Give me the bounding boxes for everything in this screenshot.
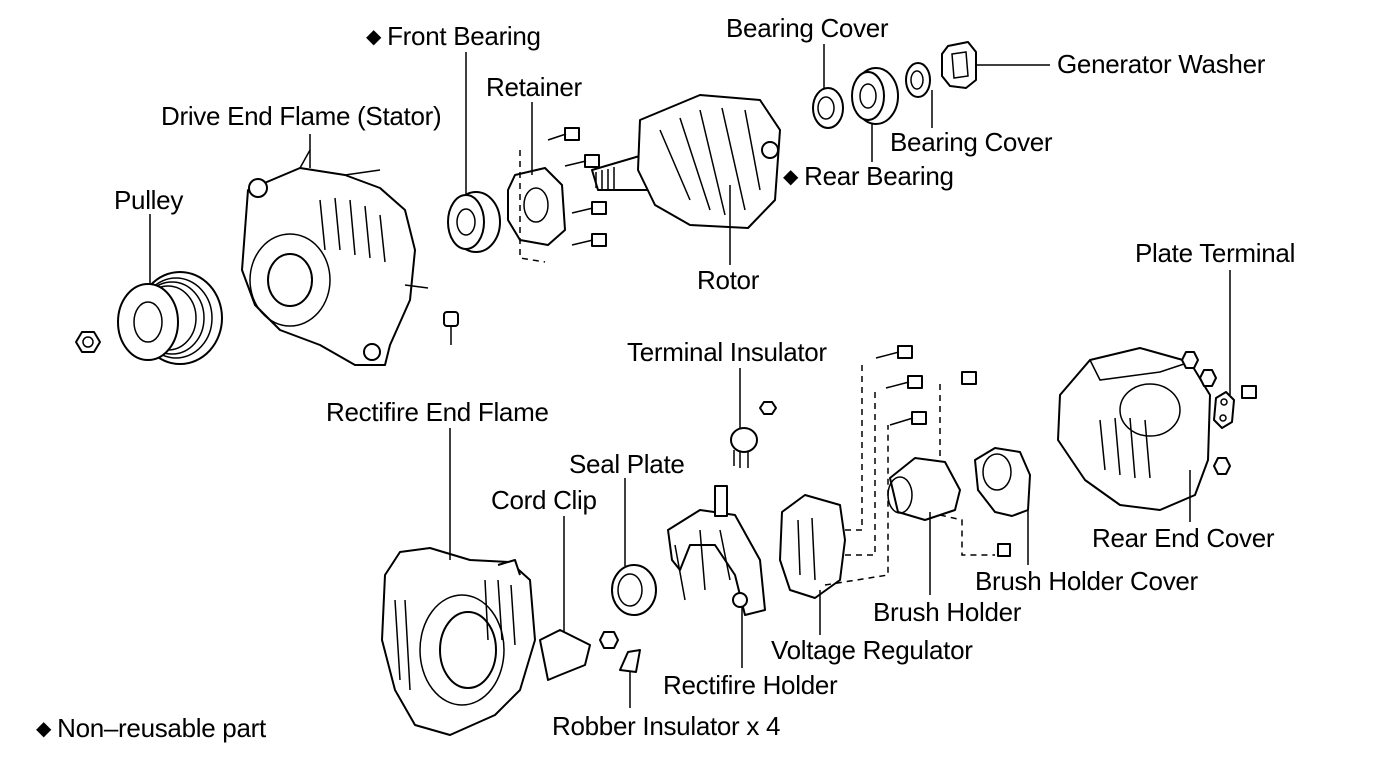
rear-cover-nut: [1181, 351, 1199, 369]
legend-text: Non–reusable part: [57, 713, 266, 743]
front-bearing-text: Front Bearing: [387, 21, 541, 51]
non-reusable-marker-icon: ◆: [36, 718, 52, 740]
plate-terminal-label: Plate Terminal: [1135, 238, 1296, 268]
terminal-insulator-label: Terminal Insulator: [627, 337, 827, 367]
cord-clip-label: Cord Clip: [491, 485, 597, 515]
generator-washer-part: [941, 41, 977, 89]
rear-bearing-part: [851, 67, 899, 125]
rectifire-holder-label: Rectifire Holder: [663, 670, 838, 700]
rotor-label: Rotor: [697, 265, 760, 295]
drive-end-flame-part: [241, 149, 429, 366]
seal-plate-label: Seal Plate: [569, 449, 685, 479]
non-reusable-marker-icon: ◆: [366, 26, 382, 48]
nut-part: [599, 631, 619, 649]
regulator-screw: [889, 411, 927, 426]
regulator-screw: [875, 345, 913, 359]
pulley-nut-part: [75, 331, 101, 353]
rear-end-cover-part: [1057, 347, 1211, 511]
plate-terminal-part: [1213, 385, 1257, 429]
retainer-label: Retainer: [486, 72, 582, 102]
drive-end-flame-label: Drive End Flame (Stator): [161, 101, 442, 131]
cord-clip-part: [539, 629, 591, 681]
retainer-screw: [571, 233, 607, 247]
legend: ◆Non–reusable part: [36, 714, 266, 745]
brush-holder-cover-part: [974, 447, 1031, 517]
brush-screw: [939, 371, 977, 460]
brush-holder-part: [887, 457, 995, 556]
rear-end-cover-label: Rear End Cover: [1092, 523, 1275, 553]
screw-part: [443, 311, 459, 345]
bearing-cover-right-part: [905, 62, 931, 98]
robber-insulator-part: [619, 649, 641, 673]
retainer-screw: [571, 201, 607, 215]
retainer-part: [507, 127, 607, 263]
non-reusable-marker-icon: ◆: [783, 166, 799, 188]
voltage-regulator-label: Voltage Regulator: [771, 635, 973, 665]
brush-screw: [997, 543, 1011, 557]
robber-insulator-label: Robber Insulator x 4: [552, 711, 781, 741]
pulley-label: Pulley: [114, 185, 184, 215]
regulator-screw: [885, 375, 923, 389]
rectifire-end-flame-part: [381, 547, 536, 736]
retainer-screw: [547, 127, 580, 141]
pulley-part: [117, 271, 223, 365]
bearing-cover-top-part: [812, 87, 844, 129]
rectifire-holder-part: [667, 485, 766, 616]
generator-washer-label: Generator Washer: [1057, 49, 1266, 79]
bearing-cover-top-label: Bearing Cover: [726, 13, 889, 43]
front-bearing-part: [447, 191, 501, 253]
brush-holder-cover-label: Brush Holder Cover: [975, 566, 1198, 596]
rear-bearing-text: Rear Bearing: [804, 161, 954, 191]
brush-holder-label: Brush Holder: [873, 597, 1022, 627]
leader-lines: [149, 44, 1231, 708]
seal-plate-part: [611, 564, 657, 616]
terminal-insulator-part: [730, 401, 777, 468]
rectifire-end-flame-label: Rectifire End Flame: [326, 397, 549, 427]
retainer-screw: [564, 154, 600, 168]
rear-cover-nut: [1199, 369, 1217, 387]
bearing-cover-right-label: Bearing Cover: [890, 127, 1053, 157]
front-bearing-label: ◆Front Bearing: [366, 22, 541, 53]
rotor-part: [591, 94, 781, 229]
voltage-regulator-part: [779, 365, 889, 599]
rear-bearing-label: ◆Rear Bearing: [783, 162, 954, 193]
rear-cover-nut: [1213, 457, 1231, 475]
